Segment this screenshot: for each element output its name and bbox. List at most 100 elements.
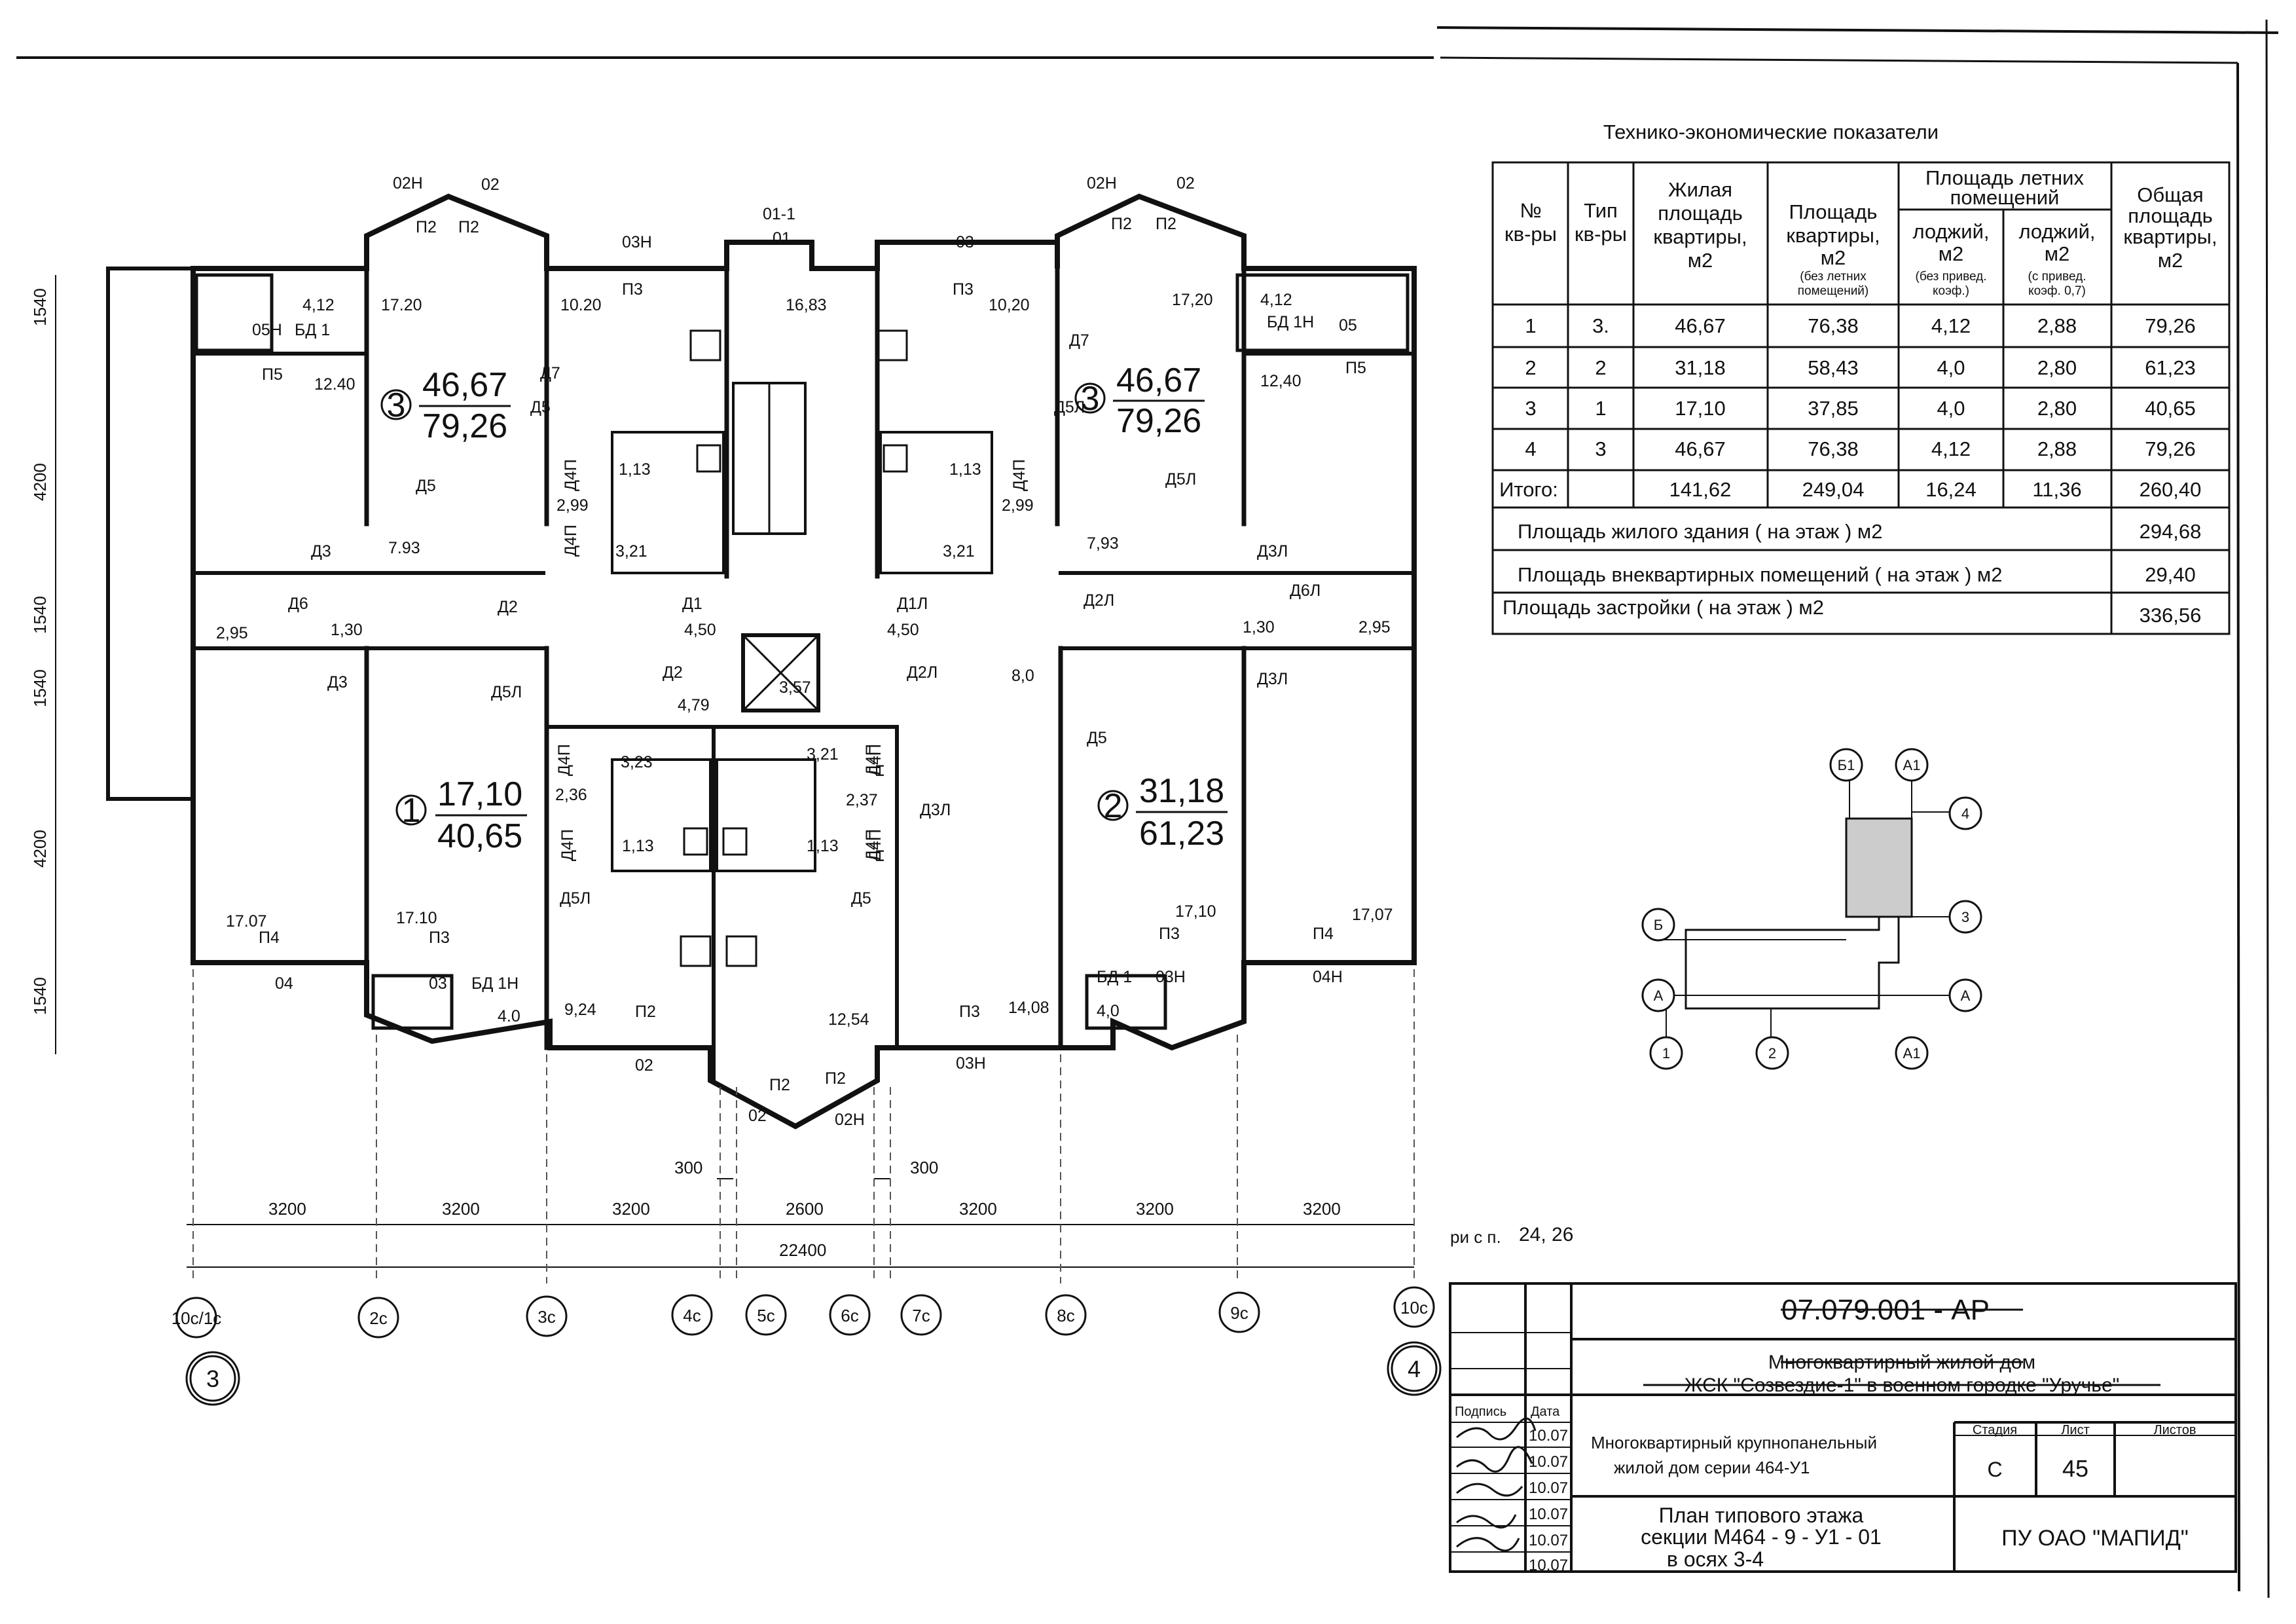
- svg-text:05Н: 05Н: [252, 321, 282, 339]
- svg-text:П2: П2: [769, 1076, 790, 1094]
- svg-text:1,13: 1,13: [807, 837, 839, 855]
- svg-text:1: 1: [1662, 1045, 1670, 1061]
- svg-text:22400: 22400: [779, 1240, 826, 1260]
- svg-text:3,23: 3,23: [621, 753, 653, 771]
- apartment-labels: 3 46,67 79,26 3 46,67 79,26 1 17,10 40,6…: [380, 361, 1228, 855]
- svg-text:10.07: 10.07: [1529, 1479, 1568, 1497]
- svg-text:Д6Л: Д6Л: [1290, 581, 1321, 600]
- svg-text:3200: 3200: [268, 1199, 306, 1219]
- svg-text:01: 01: [773, 229, 791, 248]
- svg-text:м2: м2: [1821, 246, 1846, 269]
- svg-text:300: 300: [674, 1158, 702, 1177]
- svg-text:Тип: Тип: [1584, 199, 1618, 222]
- svg-text:1540: 1540: [30, 596, 50, 634]
- apartment-label: 3 46,67 79,26: [380, 366, 511, 445]
- svg-text:12,54: 12,54: [828, 1010, 869, 1029]
- svg-text:03Н: 03Н: [1156, 968, 1186, 986]
- svg-text:П4: П4: [259, 929, 280, 947]
- svg-text:квартиры,: квартиры,: [1786, 224, 1880, 247]
- svg-text:Д5: Д5: [851, 889, 871, 908]
- svg-text:П5: П5: [1345, 359, 1366, 377]
- svg-text:квартиры,: квартиры,: [1653, 225, 1747, 248]
- svg-text:Д2: Д2: [663, 663, 683, 682]
- svg-text:4.0: 4.0: [498, 1007, 520, 1025]
- svg-text:квартиры,: квартиры,: [2123, 225, 2217, 248]
- svg-text:Общая: Общая: [2137, 183, 2203, 206]
- svg-text:2: 2: [1768, 1045, 1776, 1061]
- svg-text:141,62: 141,62: [1669, 478, 1732, 501]
- svg-text:Площадь внеквартирных помещени: Площадь внеквартирных помещений ( на эта…: [1518, 563, 2002, 586]
- svg-text:Д5: Д5: [416, 477, 436, 495]
- svg-text:17.07: 17.07: [226, 912, 267, 931]
- svg-text:61,23: 61,23: [2145, 356, 2196, 379]
- svg-text:П2: П2: [1156, 215, 1176, 233]
- svg-text:коэф.): коэф.): [1933, 284, 1969, 298]
- svg-text:Площадь: Площадь: [1789, 200, 1878, 223]
- svg-text:Д5Л: Д5Л: [1165, 470, 1196, 489]
- apartment-label: 2 31,18 61,23: [1097, 772, 1228, 853]
- svg-text:3: 3: [1081, 380, 1100, 418]
- svg-text:А: А: [1961, 987, 1971, 1004]
- svg-text:3.: 3.: [1592, 314, 1609, 337]
- svg-text:7.93: 7.93: [388, 539, 420, 557]
- svg-text:1,13: 1,13: [949, 460, 981, 479]
- svg-text:4: 4: [1525, 437, 1536, 460]
- svg-text:3200: 3200: [612, 1199, 650, 1219]
- axis-marker: 10с/1с: [172, 1297, 221, 1338]
- svg-text:А1: А1: [1903, 757, 1921, 773]
- svg-text:А: А: [1654, 987, 1664, 1004]
- svg-text:Д4П: Д4П: [866, 829, 884, 861]
- svg-text:(без привед.: (без привед.: [1916, 270, 1987, 284]
- svg-text:2,99: 2,99: [1002, 496, 1034, 515]
- svg-text:10.07: 10.07: [1529, 1453, 1568, 1471]
- svg-text:3с: 3с: [538, 1307, 555, 1327]
- svg-text:ри с п.: ри с п.: [1450, 1227, 1501, 1247]
- svg-text:03: 03: [429, 974, 447, 993]
- svg-text:76,38: 76,38: [1808, 314, 1859, 337]
- axis-marker-big: 4: [1387, 1341, 1442, 1396]
- svg-text:02: 02: [635, 1056, 653, 1075]
- svg-text:5с: 5с: [757, 1306, 774, 1325]
- svg-text:Д3: Д3: [311, 542, 331, 561]
- svg-text:4,12: 4,12: [1931, 437, 1971, 460]
- svg-text:04Н: 04Н: [1313, 968, 1343, 986]
- svg-text:17,10: 17,10: [1675, 397, 1726, 420]
- svg-text:2,99: 2,99: [556, 496, 589, 515]
- svg-text:2: 2: [1104, 787, 1123, 825]
- svg-text:площадь: площадь: [1658, 202, 1742, 225]
- svg-text:17,10: 17,10: [1175, 902, 1216, 921]
- svg-text:1540: 1540: [30, 977, 50, 1015]
- table-row: 3 1 17,10 37,85 4,0 2,80 40,65: [1525, 397, 2195, 420]
- room-areas: 4,12 17.20 12.40 10.20 16,83 10,20 17,20…: [216, 291, 1393, 1029]
- svg-text:1,13: 1,13: [619, 460, 651, 479]
- svg-text:ПУ ОАО "МАПИД": ПУ ОАО "МАПИД": [2001, 1526, 2189, 1551]
- axis-marker: 7с: [900, 1294, 942, 1336]
- svg-text:10,20: 10,20: [989, 296, 1030, 314]
- svg-text:Д1: Д1: [682, 595, 702, 613]
- svg-text:Д4П: Д4П: [558, 829, 577, 861]
- key-plan: Б1 А1 4 3 А А1 2 1 А Б: [1641, 748, 1982, 1070]
- svg-text:12,40: 12,40: [1260, 372, 1302, 390]
- svg-text:3,21: 3,21: [807, 745, 839, 764]
- svg-text:6с: 6с: [841, 1306, 858, 1325]
- table-row: 1 3. 46,67 76,38 4,12 2,88 79,26: [1525, 314, 2195, 337]
- svg-text:1,13: 1,13: [622, 837, 654, 855]
- svg-text:Д2Л: Д2Л: [907, 663, 938, 682]
- svg-text:лоджий,: лоджий,: [1912, 220, 1989, 243]
- svg-text:Многоквартирный крупнопанельны: Многоквартирный крупнопанельный: [1591, 1433, 1877, 1452]
- svg-text:4,50: 4,50: [684, 621, 716, 639]
- svg-text:Д6: Д6: [288, 595, 308, 613]
- svg-text:Д3Л: Д3Л: [1257, 670, 1288, 688]
- svg-text:260,40: 260,40: [2140, 478, 2202, 501]
- svg-text:П2: П2: [635, 1003, 656, 1021]
- svg-text:Подпись: Подпись: [1455, 1405, 1506, 1419]
- axis-marker: 3с: [526, 1295, 568, 1337]
- svg-text:02: 02: [481, 175, 500, 194]
- svg-text:76,38: 76,38: [1808, 437, 1859, 460]
- svg-text:П3: П3: [1159, 925, 1180, 943]
- svg-text:46,67: 46,67: [1116, 361, 1201, 399]
- svg-text:40,65: 40,65: [2145, 397, 2196, 420]
- svg-text:4,12: 4,12: [1260, 291, 1292, 309]
- svg-text:2: 2: [1525, 356, 1536, 379]
